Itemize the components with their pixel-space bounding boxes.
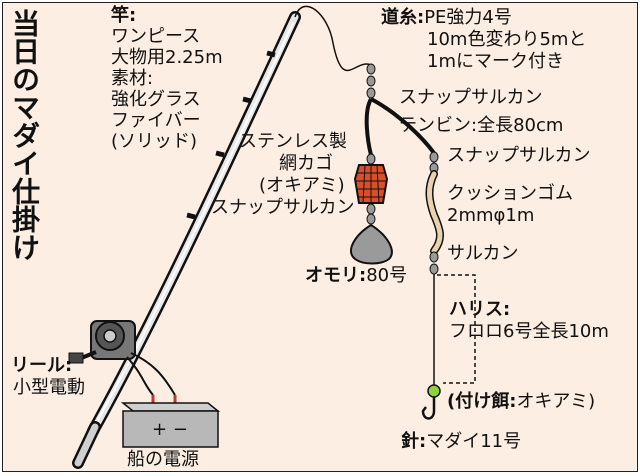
rod-heading: 竿: <box>111 5 137 26</box>
rod-line: 素材: <box>111 68 154 89</box>
stainless-net-basket <box>353 164 389 204</box>
main-line <box>294 5 372 72</box>
right-snap-swivel <box>429 151 439 174</box>
top-snap-swivel <box>366 63 376 99</box>
swivel-label: サルカン <box>447 243 519 264</box>
sinker-value: 80号 <box>366 265 408 286</box>
sinker-heading: オモリ: <box>305 265 367 286</box>
reel-heading: リール: <box>11 355 72 376</box>
bait-heading: (付け餌: <box>447 391 517 412</box>
swivel <box>429 251 439 275</box>
basket-swivel-label: スナップサルカン <box>211 197 355 218</box>
reel-heading-text: リール: <box>11 355 73 376</box>
rig-illustration: + − <box>68 5 476 469</box>
power-cable <box>130 352 176 396</box>
rod-line: (ソリッド) <box>111 131 198 152</box>
rod-line: 大物用2.25m <box>111 47 223 68</box>
tenbin-label: テンビン:全長80cm <box>399 115 564 136</box>
tenbin-arm-right <box>370 97 436 155</box>
electric-reel <box>68 320 136 364</box>
hook-value: マダイ11号 <box>426 431 522 452</box>
basket-bait-label: (オキアミ) <box>259 175 345 196</box>
rod-line: 強化グラス <box>111 89 201 110</box>
basket-material-label: ステンレス製 <box>239 131 347 152</box>
battery-label: 船の電源 <box>127 449 199 470</box>
bait-label: (付け餌:オキアミ) <box>447 391 595 412</box>
leader-length-bracket <box>437 274 476 384</box>
boat-power-battery: + − <box>120 402 221 448</box>
main-line-marking: 10m色変わり5mと <box>427 29 587 50</box>
top-snap-swivel-label: スナップサルカン <box>399 87 543 108</box>
reel-spec: 小型電動 <box>13 377 85 398</box>
main-line-heading: 道糸: <box>381 7 425 28</box>
hook <box>421 397 436 420</box>
rod-line: ファイバー <box>111 110 201 131</box>
main-line-spec: PE強力4号 <box>424 7 512 28</box>
leader-heading: ハリス: <box>449 299 510 320</box>
tenbin-arm-left <box>364 98 373 156</box>
right-snap-swivel-label: スナップサルカン <box>447 145 591 166</box>
fishing-rod <box>72 11 301 469</box>
main-line-info: 道糸:PE強力4号 <box>381 7 512 28</box>
sinker <box>350 223 393 265</box>
rod-guides <box>186 50 276 220</box>
sinker-label: オモリ:80号 <box>305 265 407 286</box>
battery-symbol: + − <box>152 419 188 440</box>
diagram-title: 当日のマダイ仕掛け <box>8 9 41 261</box>
hook-heading: 針: <box>401 431 427 452</box>
leader-heading-text: ハリス: <box>449 299 511 320</box>
rod-line: ワンピース <box>111 26 201 47</box>
hook-label: 針:マダイ11号 <box>401 431 521 452</box>
cushion-label: クッションゴム <box>447 183 573 204</box>
bait <box>427 384 441 398</box>
rod-info: 竿: ワンピース 大物用2.25m 素材: 強化グラス ファイバー (ソリッド) <box>111 5 223 152</box>
cushion-spec: 2mmφ1m <box>447 205 535 226</box>
leader-spec: フロロ6号全長10m <box>449 321 609 342</box>
basket-label: 網カゴ <box>279 153 333 174</box>
bait-value: オキアミ) <box>516 391 596 412</box>
main-line-marking-2: 1mにマーク付き <box>427 51 564 72</box>
